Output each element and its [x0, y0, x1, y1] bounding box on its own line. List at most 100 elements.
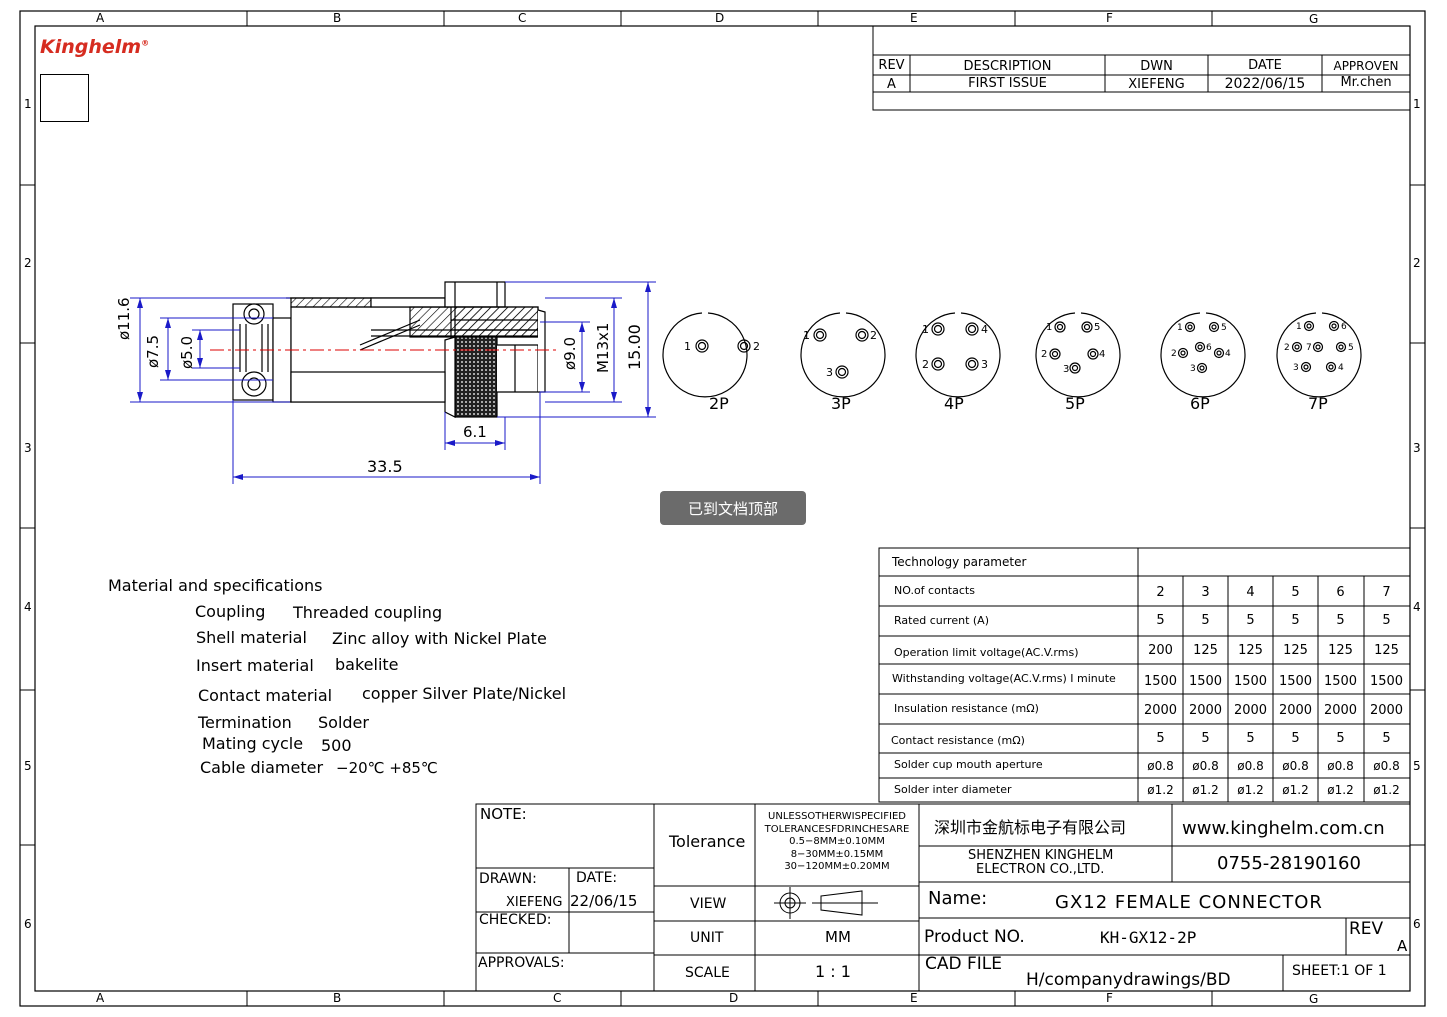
tolerance-line: TOLERANCESFDRINCHESARE: [764, 823, 910, 835]
svg-text:2: 2: [1171, 349, 1177, 359]
rev-header-rev: REV: [878, 57, 905, 73]
grid-col-d: D: [715, 11, 725, 25]
tech-cell: 5: [1336, 731, 1345, 746]
svg-text:4: 4: [1225, 349, 1231, 359]
dim-total-length: 33.5: [367, 457, 403, 476]
tech-cell: 5: [1291, 731, 1300, 746]
rev-value-approven: Mr.chen: [1340, 75, 1392, 90]
company-name-en-2: ELECTRON CO.,LTD.: [976, 862, 1105, 877]
grid-col-c: C: [553, 991, 562, 1005]
material-heading: Material and specifications: [108, 576, 323, 595]
name-label: Name:: [928, 888, 988, 909]
company-phone: 0755-28190160: [1217, 853, 1361, 874]
grid-row-6: 6: [24, 917, 32, 931]
spec-value: copper Silver Plate/Nickel: [362, 684, 567, 703]
logo-registered-mark: ®: [141, 38, 150, 48]
tech-cell: 6: [1336, 585, 1345, 600]
tech-cell: 1500: [1323, 674, 1358, 689]
tech-cell: 200: [1148, 643, 1173, 658]
tech-cell: ø1.2: [1327, 783, 1354, 797]
svg-text:1: 1: [1177, 323, 1183, 333]
pinout-label-2p: 2P: [709, 394, 729, 413]
tech-cell: 125: [1374, 643, 1399, 658]
svg-text:3: 3: [1190, 364, 1196, 374]
grid-row-1: 1: [1413, 97, 1421, 111]
svg-text:1: 1: [684, 340, 691, 353]
tolerance-line: 8−30MM±0.15MM: [790, 848, 884, 860]
grid-row-5: 5: [24, 759, 32, 773]
spec-key: Insert material: [196, 656, 314, 675]
tech-cell: ø0.8: [1147, 759, 1174, 773]
spec-value: −20℃ +85℃: [336, 759, 438, 777]
svg-text:1: 1: [803, 329, 810, 342]
grid-col-b: B: [333, 11, 342, 25]
rev-value-rev: A: [887, 77, 896, 92]
tech-cell: 5: [1201, 613, 1210, 628]
spec-key: Contact material: [198, 686, 333, 705]
grid-col-f: F: [1106, 991, 1113, 1005]
grid-col-e: E: [910, 991, 918, 1005]
tech-cell: 1500: [1143, 674, 1178, 689]
svg-text:2: 2: [870, 329, 877, 342]
svg-text:3: 3: [826, 366, 833, 379]
pinout-label-3p: 3P: [831, 394, 851, 413]
tech-cell: ø0.8: [1192, 759, 1219, 773]
tech-cell: 3: [1201, 585, 1210, 600]
tech-cell: 5: [1291, 585, 1300, 600]
unit-label: UNIT: [690, 930, 724, 946]
svg-text:5: 5: [1094, 322, 1100, 333]
company-name-en-1: SHENZHEN KINGHELM: [968, 848, 1114, 863]
pinout-label-6p: 6P: [1190, 394, 1210, 413]
tech-row-label: NO.of contacts: [894, 584, 975, 597]
svg-text:4: 4: [1338, 363, 1344, 373]
grid-row-2: 2: [24, 256, 32, 270]
rev-value-description: FIRST ISSUE: [968, 76, 1047, 91]
tech-row-label: Insulation resistance (mΩ): [894, 702, 1039, 715]
unit-value: MM: [825, 928, 851, 946]
tech-cell: 5: [1156, 613, 1165, 628]
tech-cell: 2000: [1188, 703, 1223, 718]
tech-cell: 5: [1291, 613, 1300, 628]
logo-text: Kinghelm: [40, 36, 142, 58]
spec-key: Mating cycle: [202, 734, 304, 753]
tech-cell: 1500: [1233, 674, 1268, 689]
tolerance-line: 30−120MM±0.20MM: [784, 861, 890, 872]
grid-row-4: 4: [1413, 600, 1421, 614]
note-label: NOTE:: [480, 805, 527, 823]
date-value: 22/06/15: [570, 892, 638, 910]
product-no-value: KH-GX12-2P: [1100, 928, 1197, 947]
grid-col-c: C: [518, 11, 527, 25]
back-to-top-toast[interactable]: 已到文档顶部: [660, 491, 806, 525]
tech-cell: 125: [1283, 643, 1308, 658]
scale-value: 1 : 1: [815, 962, 851, 981]
tech-row-label: Rated current (A): [894, 614, 989, 627]
tech-cell: ø0.8: [1373, 759, 1400, 773]
view-label: VIEW: [690, 896, 727, 912]
company-name-cn: 深圳市金航标电子有限公司: [934, 818, 1127, 837]
spec-value: Threaded coupling: [293, 603, 443, 622]
spec-key: Cable diameter: [200, 758, 324, 777]
grid-row-4: 4: [24, 600, 32, 614]
tolerance-notes: UNLESSOTHERWISPECIFIED TOLERANCESFDRINCH…: [755, 811, 919, 874]
tech-cell: 2: [1156, 585, 1165, 600]
grid-row-3: 3: [24, 441, 32, 455]
rev-value: A: [1397, 937, 1408, 955]
rev-value-date: 2022/06/15: [1224, 75, 1306, 92]
grid-col-e: E: [910, 11, 918, 25]
tech-cell: 2000: [1323, 703, 1358, 718]
tech-cell: 1500: [1278, 674, 1313, 689]
tech-row-label: Withstanding voltage(AC.V.rms) I minute: [892, 672, 1116, 685]
svg-text:2: 2: [922, 358, 929, 371]
grid-row-2: 2: [1413, 256, 1421, 270]
grid-col-d: D: [729, 991, 739, 1005]
svg-text:3: 3: [981, 358, 988, 371]
tech-cell: 1500: [1188, 674, 1223, 689]
pinout-label-4p: 4P: [944, 394, 964, 413]
grid-col-a: A: [96, 11, 105, 25]
scale-label: SCALE: [685, 965, 730, 981]
tech-cell: 5: [1382, 613, 1391, 628]
spec-value: bakelite: [335, 655, 399, 674]
spec-value: Zinc alloy with Nickel Plate: [332, 629, 547, 648]
tech-cell: 125: [1328, 643, 1353, 658]
